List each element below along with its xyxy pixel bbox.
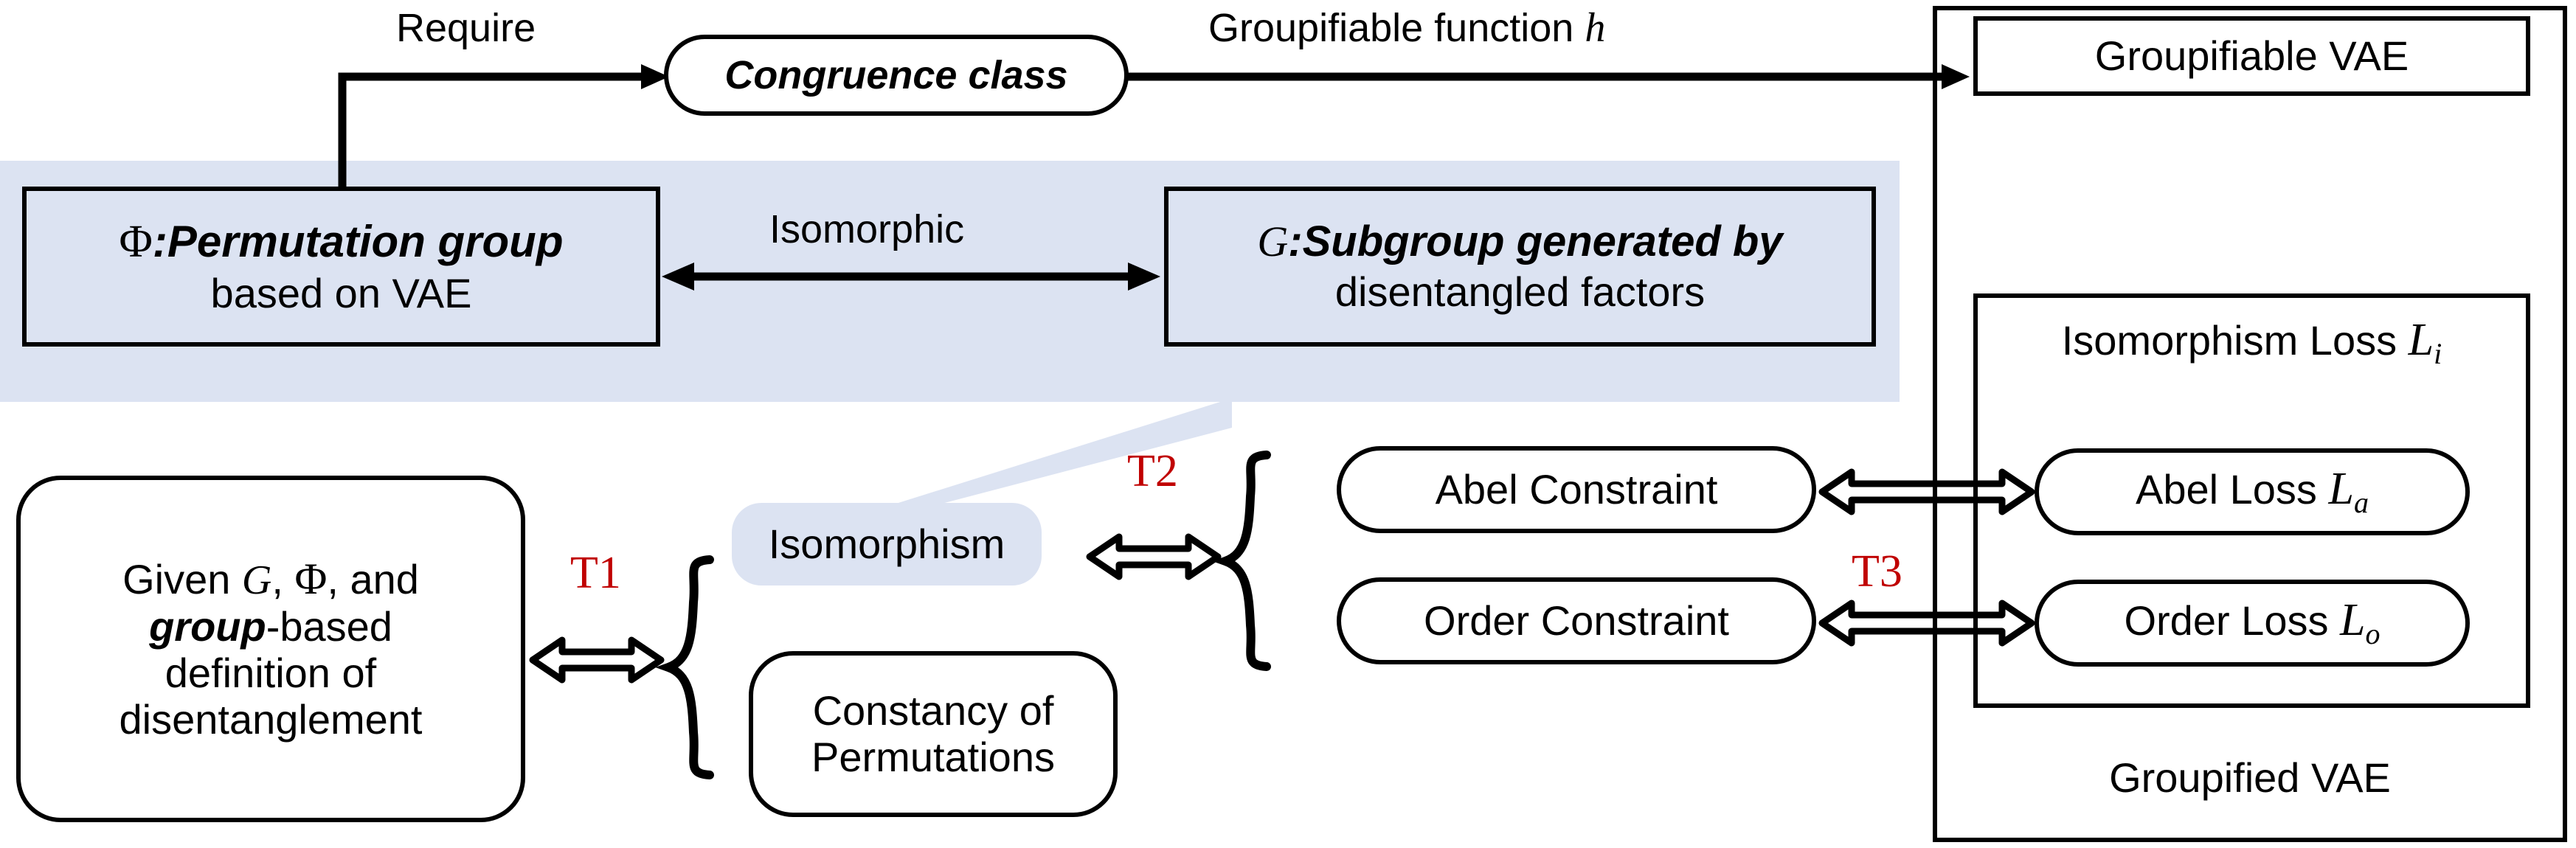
groupified-vae-panel: [1933, 6, 2567, 842]
subgroup-emph: Subgroup generated by: [1302, 217, 1783, 265]
definition-line1-pre: Given: [122, 556, 242, 603]
definition-line3: definition of: [165, 650, 377, 697]
congruence-class-node: Congruence class: [664, 35, 1129, 116]
congruence-class-label: Congruence class: [724, 52, 1068, 97]
t3-label: T3: [1852, 546, 1902, 597]
abel-constraint-node: Abel Constraint: [1337, 446, 1816, 533]
subgroup-colon: :: [1288, 217, 1303, 265]
t1-label: T1: [570, 548, 621, 598]
blue-wedge-connector: [889, 398, 1232, 506]
abel-loss-subscript: a: [2353, 486, 2369, 519]
t1-arrow: [529, 636, 665, 684]
order-loss-symbol: L: [2340, 595, 2366, 645]
isomorphism-node: Isomorphism: [732, 503, 1042, 585]
groupifiable-function-text: Groupifiable function: [1208, 6, 1574, 50]
isomorphism-loss-subscript: i: [2434, 337, 2442, 370]
definition-symbol-g: G: [241, 557, 272, 604]
abel-loss-symbol: L: [2328, 464, 2354, 514]
t1-brace: [655, 555, 714, 779]
isomorphism-loss-label: Isomorphism Loss Li: [2062, 316, 2442, 369]
constancy-line1: Constancy of: [812, 687, 1054, 734]
permutation-group-symbol: Φ: [119, 216, 153, 267]
isomorphic-arrow: [662, 263, 1160, 291]
groupifiable-function-label: Groupifiable function h: [1208, 4, 1605, 52]
groupified-vae-label-wrap: Groupified VAE: [1933, 752, 2567, 804]
isomorphism-loss-text: Isomorphism Loss: [2061, 317, 2397, 364]
order-constraint-node: Order Constraint: [1337, 577, 1816, 664]
permutation-group-emph: Permutation group: [167, 216, 564, 266]
definition-group-emph: group: [149, 603, 266, 650]
permutation-group-sub: based on VAE: [210, 269, 472, 316]
order-loss-subscript: o: [2365, 617, 2381, 650]
order-loss-node: Order Loss Lo: [2035, 580, 2470, 667]
isomorphism-loss-title-wrap: Isomorphism Loss Li: [1973, 313, 2530, 372]
definition-node: Given G, Φ, and group-based definition o…: [16, 476, 525, 822]
groupifiable-vae-label: Groupifiable VAE: [2094, 32, 2409, 79]
permutation-group-colon: :: [152, 216, 167, 266]
abel-constraint-label: Abel Constraint: [1435, 465, 1718, 512]
groupifiable-function-symbol: h: [1585, 5, 1606, 51]
groupified-vae-label: Groupified VAE: [2109, 754, 2391, 801]
groupifiable-function-arrow: [1127, 64, 1970, 89]
order-loss-label: Order Loss Lo: [2124, 595, 2381, 650]
subgroup-symbol: G: [1257, 217, 1289, 265]
t3-arrow-abel: [1818, 468, 2035, 515]
definition-comma: ,: [271, 556, 295, 603]
isomorphism-label: Isomorphism: [768, 520, 1005, 567]
constancy-node: Constancy of Permutations: [749, 651, 1118, 817]
definition-line4: disentanglement: [119, 695, 423, 743]
order-loss-text: Order Loss: [2124, 597, 2329, 644]
t2-label: T2: [1127, 446, 1178, 496]
subgroup-sub: disentangled factors: [1334, 268, 1706, 315]
order-constraint-label: Order Constraint: [1424, 597, 1729, 644]
abel-loss-label: Abel Loss La: [2136, 465, 2369, 518]
t2-brace: [1212, 451, 1271, 671]
definition-line1-post: , and: [327, 556, 419, 603]
abel-loss-text: Abel Loss: [2136, 466, 2317, 512]
t3-arrow-order: [1818, 599, 2035, 647]
t2-arrow: [1086, 533, 1222, 580]
definition-line2-post: -based: [266, 603, 392, 650]
require-label: Require: [396, 6, 536, 50]
groupifiable-vae-node: Groupifiable VAE: [1973, 16, 2530, 96]
isomorphism-loss-symbol: L: [2408, 315, 2434, 365]
abel-loss-node: Abel Loss La: [2035, 448, 2470, 535]
isomorphic-label: Isomorphic: [769, 207, 965, 251]
definition-symbol-phi: Φ: [294, 555, 328, 604]
permutation-group-node: Φ:Permutation group based on VAE: [22, 187, 660, 347]
constancy-line2: Permutations: [811, 733, 1055, 780]
subgroup-node: G:Subgroup generated by disentangled fac…: [1164, 187, 1876, 347]
